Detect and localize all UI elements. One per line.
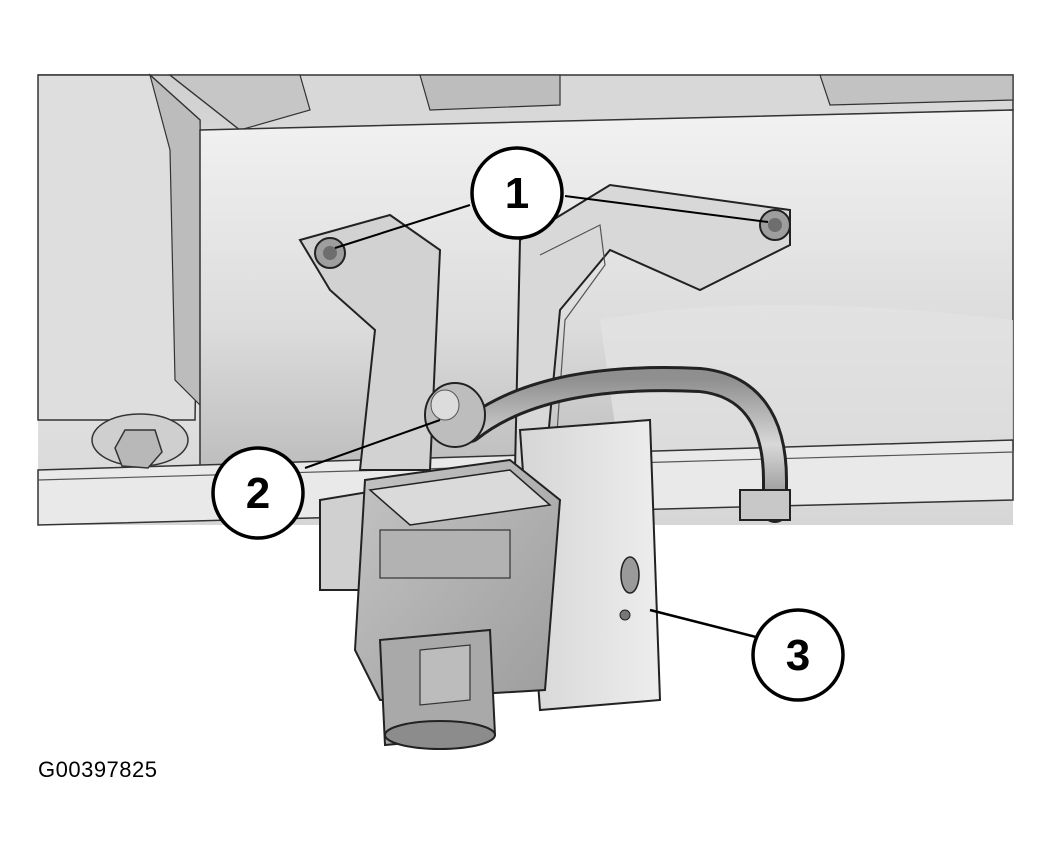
control-module [319, 418, 662, 750]
callout-1: 1 [470, 146, 564, 240]
hose-connector [424, 366, 791, 523]
figure-id: G00397825 [38, 757, 158, 782]
callout-3: 3 [751, 608, 845, 702]
leader-lines [304, 195, 769, 640]
callout-1-label: 1 [505, 169, 529, 218]
callout-2: 2 [211, 446, 305, 540]
callout-3-label: 3 [786, 631, 810, 680]
callout-2-label: 2 [246, 469, 270, 518]
